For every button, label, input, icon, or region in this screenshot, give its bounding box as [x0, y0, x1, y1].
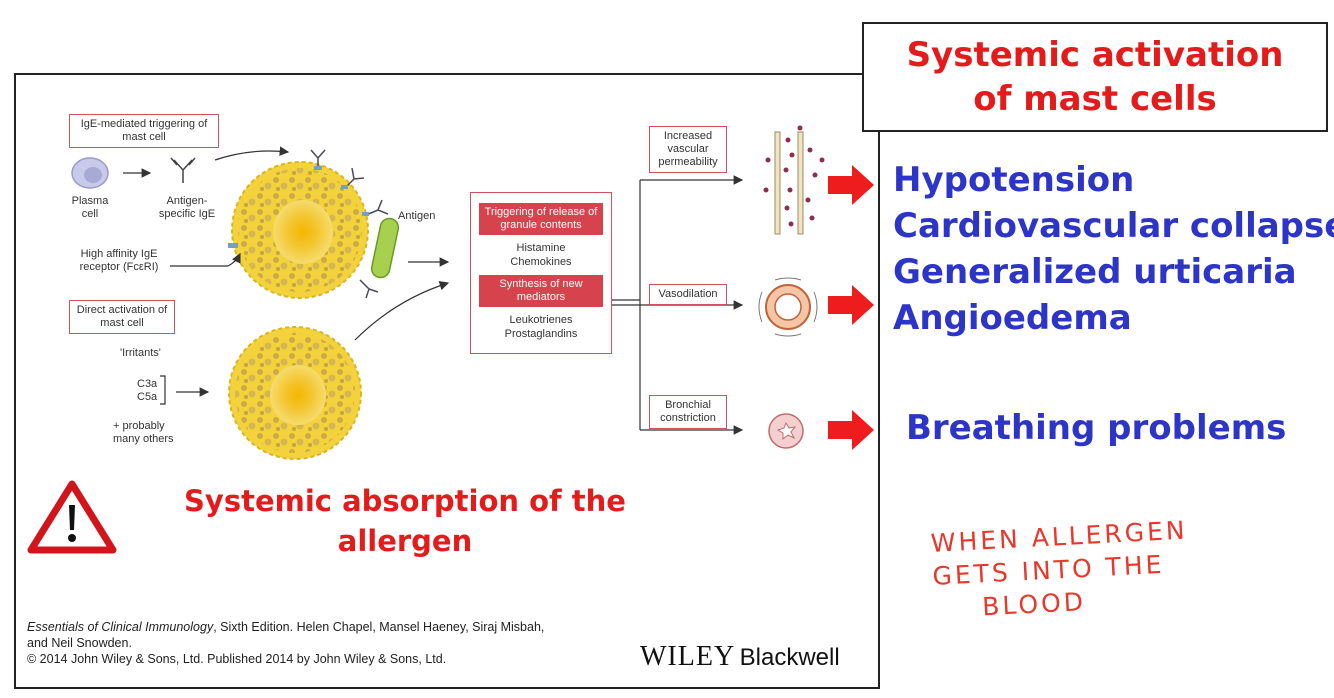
citation-line3: © 2014 John Wiley & Sons, Ltd. Published…: [27, 652, 447, 666]
bronchial-label: Bronchial constriction: [649, 395, 727, 429]
title-box: Systemic activation of mast cells: [862, 22, 1328, 132]
receptor-label: High affinity IgE receptor (FcεRI): [79, 248, 159, 273]
direct-header-label: Direct activation of mast cell: [69, 300, 175, 334]
synthesis-band: Synthesis of new mediators: [479, 275, 603, 307]
red-arrow-icon: [828, 165, 874, 205]
red-arrow-icon: [828, 285, 874, 325]
citation-line2: and Neil Snowden.: [27, 636, 132, 650]
effect-hypotension: Hypotension: [893, 160, 1135, 200]
absorption-text: Systemic absorption of the allergen: [170, 481, 640, 561]
vessel-permeability-icon: [763, 125, 825, 235]
leukotrienes-label: Leukotrienes: [509, 314, 573, 326]
vessel-dilation-icon: [758, 277, 818, 337]
publisher-logo: WILEY Blackwell: [640, 641, 840, 673]
mast-cell-direct-icon: [228, 326, 362, 460]
histamine-label: Histamine: [516, 242, 566, 254]
plasma-cell-icon: [71, 157, 109, 189]
bronchus-constriction-icon: [768, 413, 804, 449]
ige-antibody-icon: [170, 157, 196, 183]
page-title: Systemic activation of mast cells: [906, 35, 1284, 119]
c3a-label: C3a: [137, 378, 158, 390]
red-arrow-icon: [828, 410, 874, 450]
citation: Essentials of Clinical Immunology, Sixth…: [27, 619, 637, 667]
absorption-line2: allergen: [337, 524, 473, 558]
irritants-label: 'Irritants': [120, 347, 161, 359]
publisher-wiley: WILEY: [640, 641, 736, 672]
vascular-label: Increased vascular permeability: [649, 126, 727, 173]
handwritten-note: WHEN ALLERGEN GETS INTO THE BLOOD: [930, 514, 1192, 626]
antigen-icon: [370, 217, 400, 279]
effect-breathing: Breathing problems: [906, 408, 1287, 448]
absorption-line1: Systemic absorption of the: [184, 484, 626, 518]
publisher-blackwell: Blackwell: [739, 644, 840, 671]
citation-rest: , Sixth Edition. Helen Chapel, Mansel Ha…: [213, 620, 545, 634]
citation-book: Essentials of Clinical Immunology: [27, 620, 214, 634]
antigen-label: Antigen: [398, 210, 436, 222]
effect-collapse: Cardiovascular collapse: [893, 206, 1334, 246]
ige-label: Antigen-specific IgE: [158, 195, 216, 220]
effect-angioedema: Angioedema: [893, 298, 1132, 338]
chemokines-label: Chemokines: [510, 256, 572, 268]
ige-header-label: IgE-mediated triggering of mast cell: [69, 114, 219, 148]
mast-cell-activated-icon: [231, 149, 389, 299]
probably-label: + probably many others: [113, 420, 174, 445]
plasma-cell-label: Plasma cell: [71, 195, 109, 220]
effect-urticaria: Generalized urticaria: [893, 252, 1297, 292]
c5a-label: C5a: [137, 391, 158, 403]
warning-icon: [27, 480, 117, 554]
prostaglandins-label: Prostaglandins: [504, 328, 578, 340]
triggering-release-band: Triggering of release of granule content…: [479, 203, 603, 235]
mediator-box: Triggering of release of granule content…: [470, 192, 612, 354]
vasodilation-label: Vasodilation: [649, 284, 727, 305]
